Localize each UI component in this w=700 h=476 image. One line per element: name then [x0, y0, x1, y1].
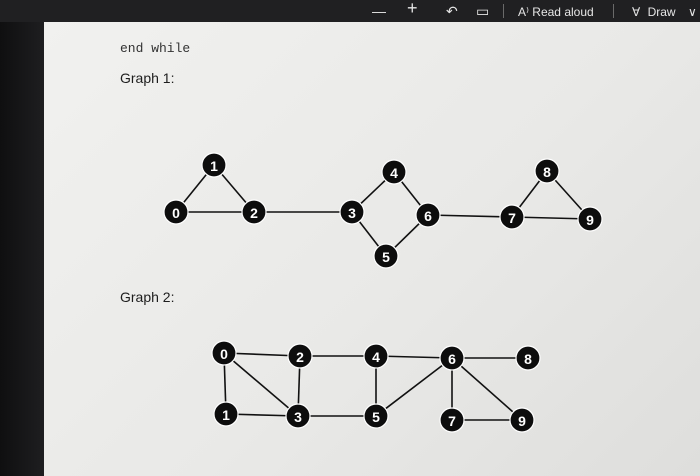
graph2-title: Graph 2: — [120, 289, 175, 305]
graph2-node-label: 4 — [372, 349, 380, 365]
graph1-edge-7-9 — [511, 216, 591, 220]
read-aloud-button[interactable]: A⁾ Read aloud — [518, 3, 594, 21]
pen-icon: ∀ — [632, 5, 641, 19]
rotate-button[interactable]: ↶ — [446, 2, 458, 20]
graph2-edge-5-6 — [375, 357, 453, 417]
graph2-node-circle — [439, 345, 465, 371]
graph2-node-circle — [287, 343, 313, 369]
reader-toolbar: — + ↶ ▭ A⁾ Read aloud ∀ Draw ∨ — [0, 0, 700, 22]
graph1-node-circle — [499, 204, 525, 230]
graph1-node-2: 2 — [241, 199, 267, 225]
graph2-node-label: 9 — [518, 413, 526, 429]
graph1-node-circle — [415, 202, 441, 228]
graph2-node-circle — [213, 401, 239, 427]
lasso-icon: ↶ — [446, 3, 458, 19]
draw-button[interactable]: ∀ Draw — [632, 3, 676, 21]
graph2-node-label: 6 — [448, 351, 456, 367]
graph1-node-circle — [241, 199, 267, 225]
graph1-node-circle — [381, 159, 407, 185]
screen-edge-shadow — [0, 22, 44, 476]
graph2-node-8: 8 — [515, 345, 541, 371]
graph2-node-9: 9 — [509, 407, 535, 433]
graph1-node-label: 1 — [210, 158, 218, 174]
graph2-node-circle — [439, 407, 465, 433]
graph2-node-circle — [509, 407, 535, 433]
chevron-down-icon[interactable]: ∨ — [688, 5, 697, 19]
graph2-node-label: 2 — [296, 349, 304, 365]
toolbar-divider — [503, 4, 504, 18]
graph1-node-label: 3 — [348, 205, 356, 221]
graph2-node-2: 2 — [287, 343, 313, 369]
fit-page-button[interactable]: ▭ — [476, 2, 489, 20]
graph1-diagram: 0 1 2 3 4 5 6 7 8 9 0 1 2 3 4 5 6 7 8 9 — [163, 152, 603, 433]
read-aloud-icon: A⁾ — [518, 5, 529, 19]
graph2-node-circle — [363, 403, 389, 429]
graph2-node-7: 7 — [439, 407, 465, 433]
read-aloud-label: Read aloud — [532, 5, 594, 19]
graph2-node-5: 5 — [363, 403, 389, 429]
graph2-edge-6-9 — [451, 357, 523, 421]
graph1-node-0: 0 — [163, 199, 189, 225]
graph1-edge-6-7 — [427, 214, 513, 218]
graph1-node-label: 9 — [586, 212, 594, 228]
graph2-graph: 0 1 2 3 4 5 6 7 8 9 — [211, 340, 541, 433]
document-page: end while Graph 1: Graph 2: 0 1 2 3 4 5 6 7 8 9 0 1… — [44, 22, 700, 476]
graph1-node-4: 4 — [381, 159, 407, 185]
graph2-node-circle — [515, 345, 541, 371]
plus-icon: + — [407, 0, 418, 18]
graph1-node-circle — [339, 199, 365, 225]
graph1-node-5: 5 — [373, 243, 399, 269]
graph2-node-label: 7 — [448, 413, 456, 429]
graph1-node-label: 7 — [508, 210, 516, 226]
graph1-node-6: 6 — [415, 202, 441, 228]
graph1-node-3: 3 — [339, 199, 365, 225]
draw-label: Draw — [647, 5, 676, 19]
minus-icon: — — [372, 3, 386, 19]
graph2-node-label: 3 — [294, 409, 302, 425]
graph2-node-label: 5 — [372, 409, 380, 425]
graph1-node-label: 6 — [424, 208, 432, 224]
graph2-node-label: 1 — [222, 407, 230, 423]
reader-icon: ▭ — [476, 3, 490, 19]
graph2-node-circle — [211, 340, 237, 366]
graph2-edge-0-2 — [223, 352, 301, 357]
graph1-node-label: 4 — [390, 165, 398, 181]
code-line: end while — [120, 41, 191, 56]
graph2-node-3: 3 — [285, 403, 311, 429]
graph2-node-label: 0 — [220, 346, 228, 362]
graph1-node-9: 9 — [577, 206, 603, 232]
graph1-node-circle — [163, 199, 189, 225]
graph2-node-6: 6 — [439, 345, 465, 371]
graph1-node-8: 8 — [534, 158, 560, 184]
graph1-node-label: 8 — [543, 164, 551, 180]
graph2-node-circle — [285, 403, 311, 429]
graph1-node-label: 2 — [250, 205, 258, 221]
graph2-node-1: 1 — [213, 401, 239, 427]
graph1-node-1: 1 — [201, 152, 227, 178]
graph2-edge-0-3 — [223, 352, 299, 417]
graph2-node-label: 8 — [524, 351, 532, 367]
graph1-node-7: 7 — [499, 204, 525, 230]
toolbar-divider — [613, 4, 614, 18]
graph1-graph: 0 1 2 3 4 5 6 7 8 9 — [163, 152, 603, 269]
graph1-node-circle — [201, 152, 227, 178]
zoom-in-button[interactable]: + — [407, 0, 418, 17]
zoom-out-button[interactable]: — — [372, 2, 386, 20]
graph2-node-circle — [363, 343, 389, 369]
graph2-node-4: 4 — [363, 343, 389, 369]
graph2-edge-4-6 — [375, 355, 453, 359]
graph1-node-circle — [534, 158, 560, 184]
graph1-node-label: 5 — [382, 249, 390, 265]
graph1-title: Graph 1: — [120, 70, 175, 86]
graph1-node-circle — [373, 243, 399, 269]
graph1-node-label: 0 — [172, 205, 180, 221]
graph2-node-0: 0 — [211, 340, 237, 366]
graph1-node-circle — [577, 206, 603, 232]
